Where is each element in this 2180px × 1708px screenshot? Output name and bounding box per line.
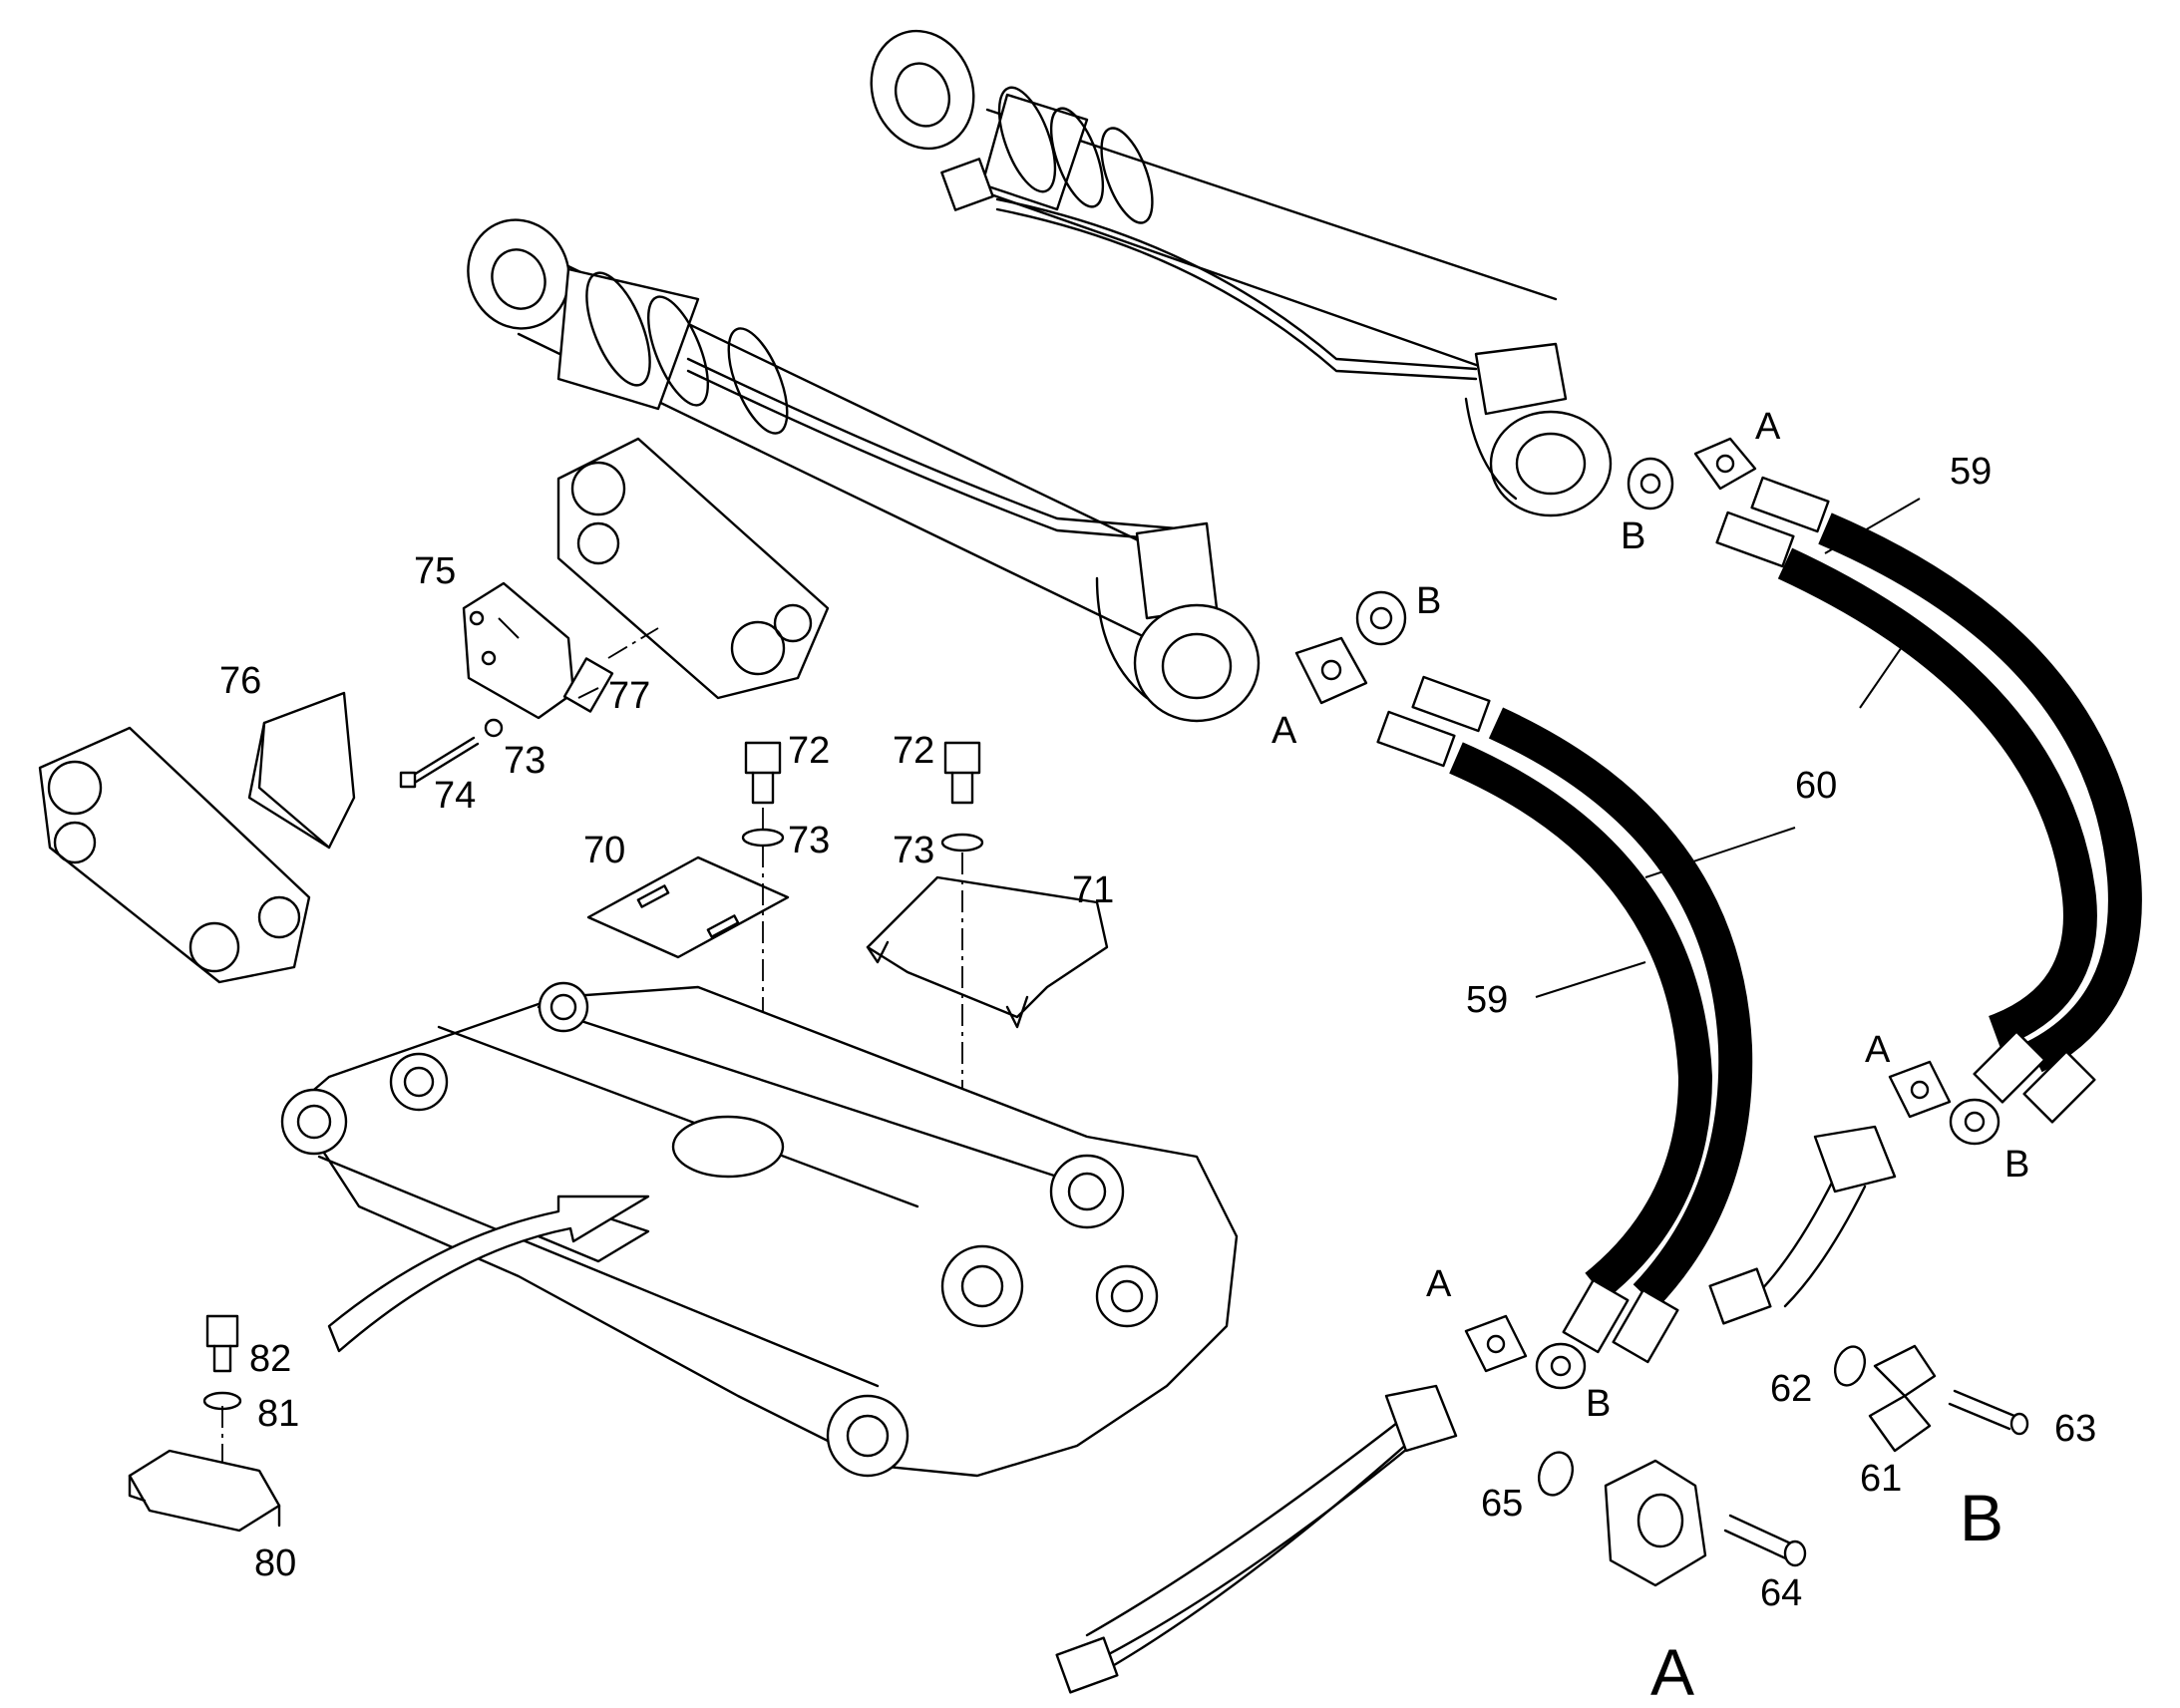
cover-76 (247, 691, 356, 850)
letter-a-right: A (1865, 1029, 1891, 1071)
label-73-left: 73 (504, 740, 545, 782)
bolt-72-right (940, 741, 984, 853)
detail-label-b: B (1960, 1481, 2003, 1554)
flange-b-right (1949, 1098, 2000, 1146)
label-72-left: 72 (788, 730, 830, 772)
label-60: 60 (1795, 765, 1837, 807)
spacer-77 (562, 627, 659, 713)
detail-b-half-flange (1833, 1344, 2029, 1453)
letter-b-upper: B (1621, 515, 1645, 557)
label-73-right: 73 (893, 830, 934, 871)
hose-set-center (1376, 675, 1753, 1364)
flange-b-lower (1535, 1342, 1587, 1390)
label-74: 74 (434, 775, 476, 817)
letter-a-center: A (1272, 710, 1297, 752)
letter-b-center: B (1416, 580, 1441, 622)
flange-a-right (1888, 1060, 1952, 1119)
bracket-80 (128, 1449, 281, 1533)
cover-75 (462, 581, 575, 720)
tube-assembly-right (1708, 1125, 1897, 1325)
callout-arrow (327, 1195, 650, 1353)
label-72-right: 72 (893, 730, 934, 772)
bolt-72-left (741, 741, 785, 848)
letter-a-upper: A (1755, 406, 1781, 448)
label-81: 81 (257, 1393, 299, 1435)
flange-a-upper-right (1693, 437, 1757, 491)
flange-a-center (1294, 636, 1368, 705)
detail-a-flange (1537, 1451, 1807, 1587)
label-70: 70 (583, 830, 625, 871)
label-62: 62 (1770, 1368, 1812, 1410)
upper-hydraulic-cylinder (870, 29, 1613, 517)
upper-link-bracket (556, 437, 830, 700)
label-59-top: 59 (1950, 451, 1992, 493)
tube-assembly-left (1055, 1384, 1458, 1694)
washer-81 (202, 1391, 242, 1496)
label-82: 82 (249, 1338, 291, 1380)
label-63: 63 (2054, 1408, 2096, 1450)
label-77: 77 (608, 675, 650, 717)
detail-label-a: A (1650, 1635, 1694, 1708)
flange-b-center (1355, 590, 1407, 646)
letter-b-right: B (2004, 1144, 2029, 1186)
letter-a-lower: A (1426, 1263, 1452, 1305)
hose-set-right (1715, 476, 2142, 1124)
label-61: 61 (1860, 1458, 1902, 1500)
part-labels: 59 60 59 75 76 77 73 74 72 73 70 72 73 7… (219, 451, 2096, 1614)
label-59-mid: 59 (1466, 979, 1508, 1021)
lower-hydraulic-cylinder (467, 218, 1261, 723)
leader-lines (498, 498, 1921, 998)
label-80: 80 (254, 1542, 296, 1584)
label-73-mid: 73 (788, 820, 830, 861)
bolt-82 (205, 1314, 239, 1373)
label-71: 71 (1072, 869, 1114, 911)
connection-letters: A B B A A B A B A B (1272, 406, 2029, 1708)
flange-a-lower (1464, 1314, 1528, 1373)
label-65: 65 (1481, 1483, 1523, 1525)
label-76: 76 (219, 660, 261, 702)
letter-b-lower: B (1586, 1383, 1611, 1425)
flange-b-upper-right (1627, 457, 1674, 511)
bolt-74 (399, 718, 504, 789)
side-bracket-76-group (38, 726, 311, 984)
plate-70 (586, 808, 790, 1027)
label-64: 64 (1760, 1572, 1802, 1614)
main-boom-frame (280, 981, 1239, 1478)
label-75: 75 (414, 550, 456, 592)
